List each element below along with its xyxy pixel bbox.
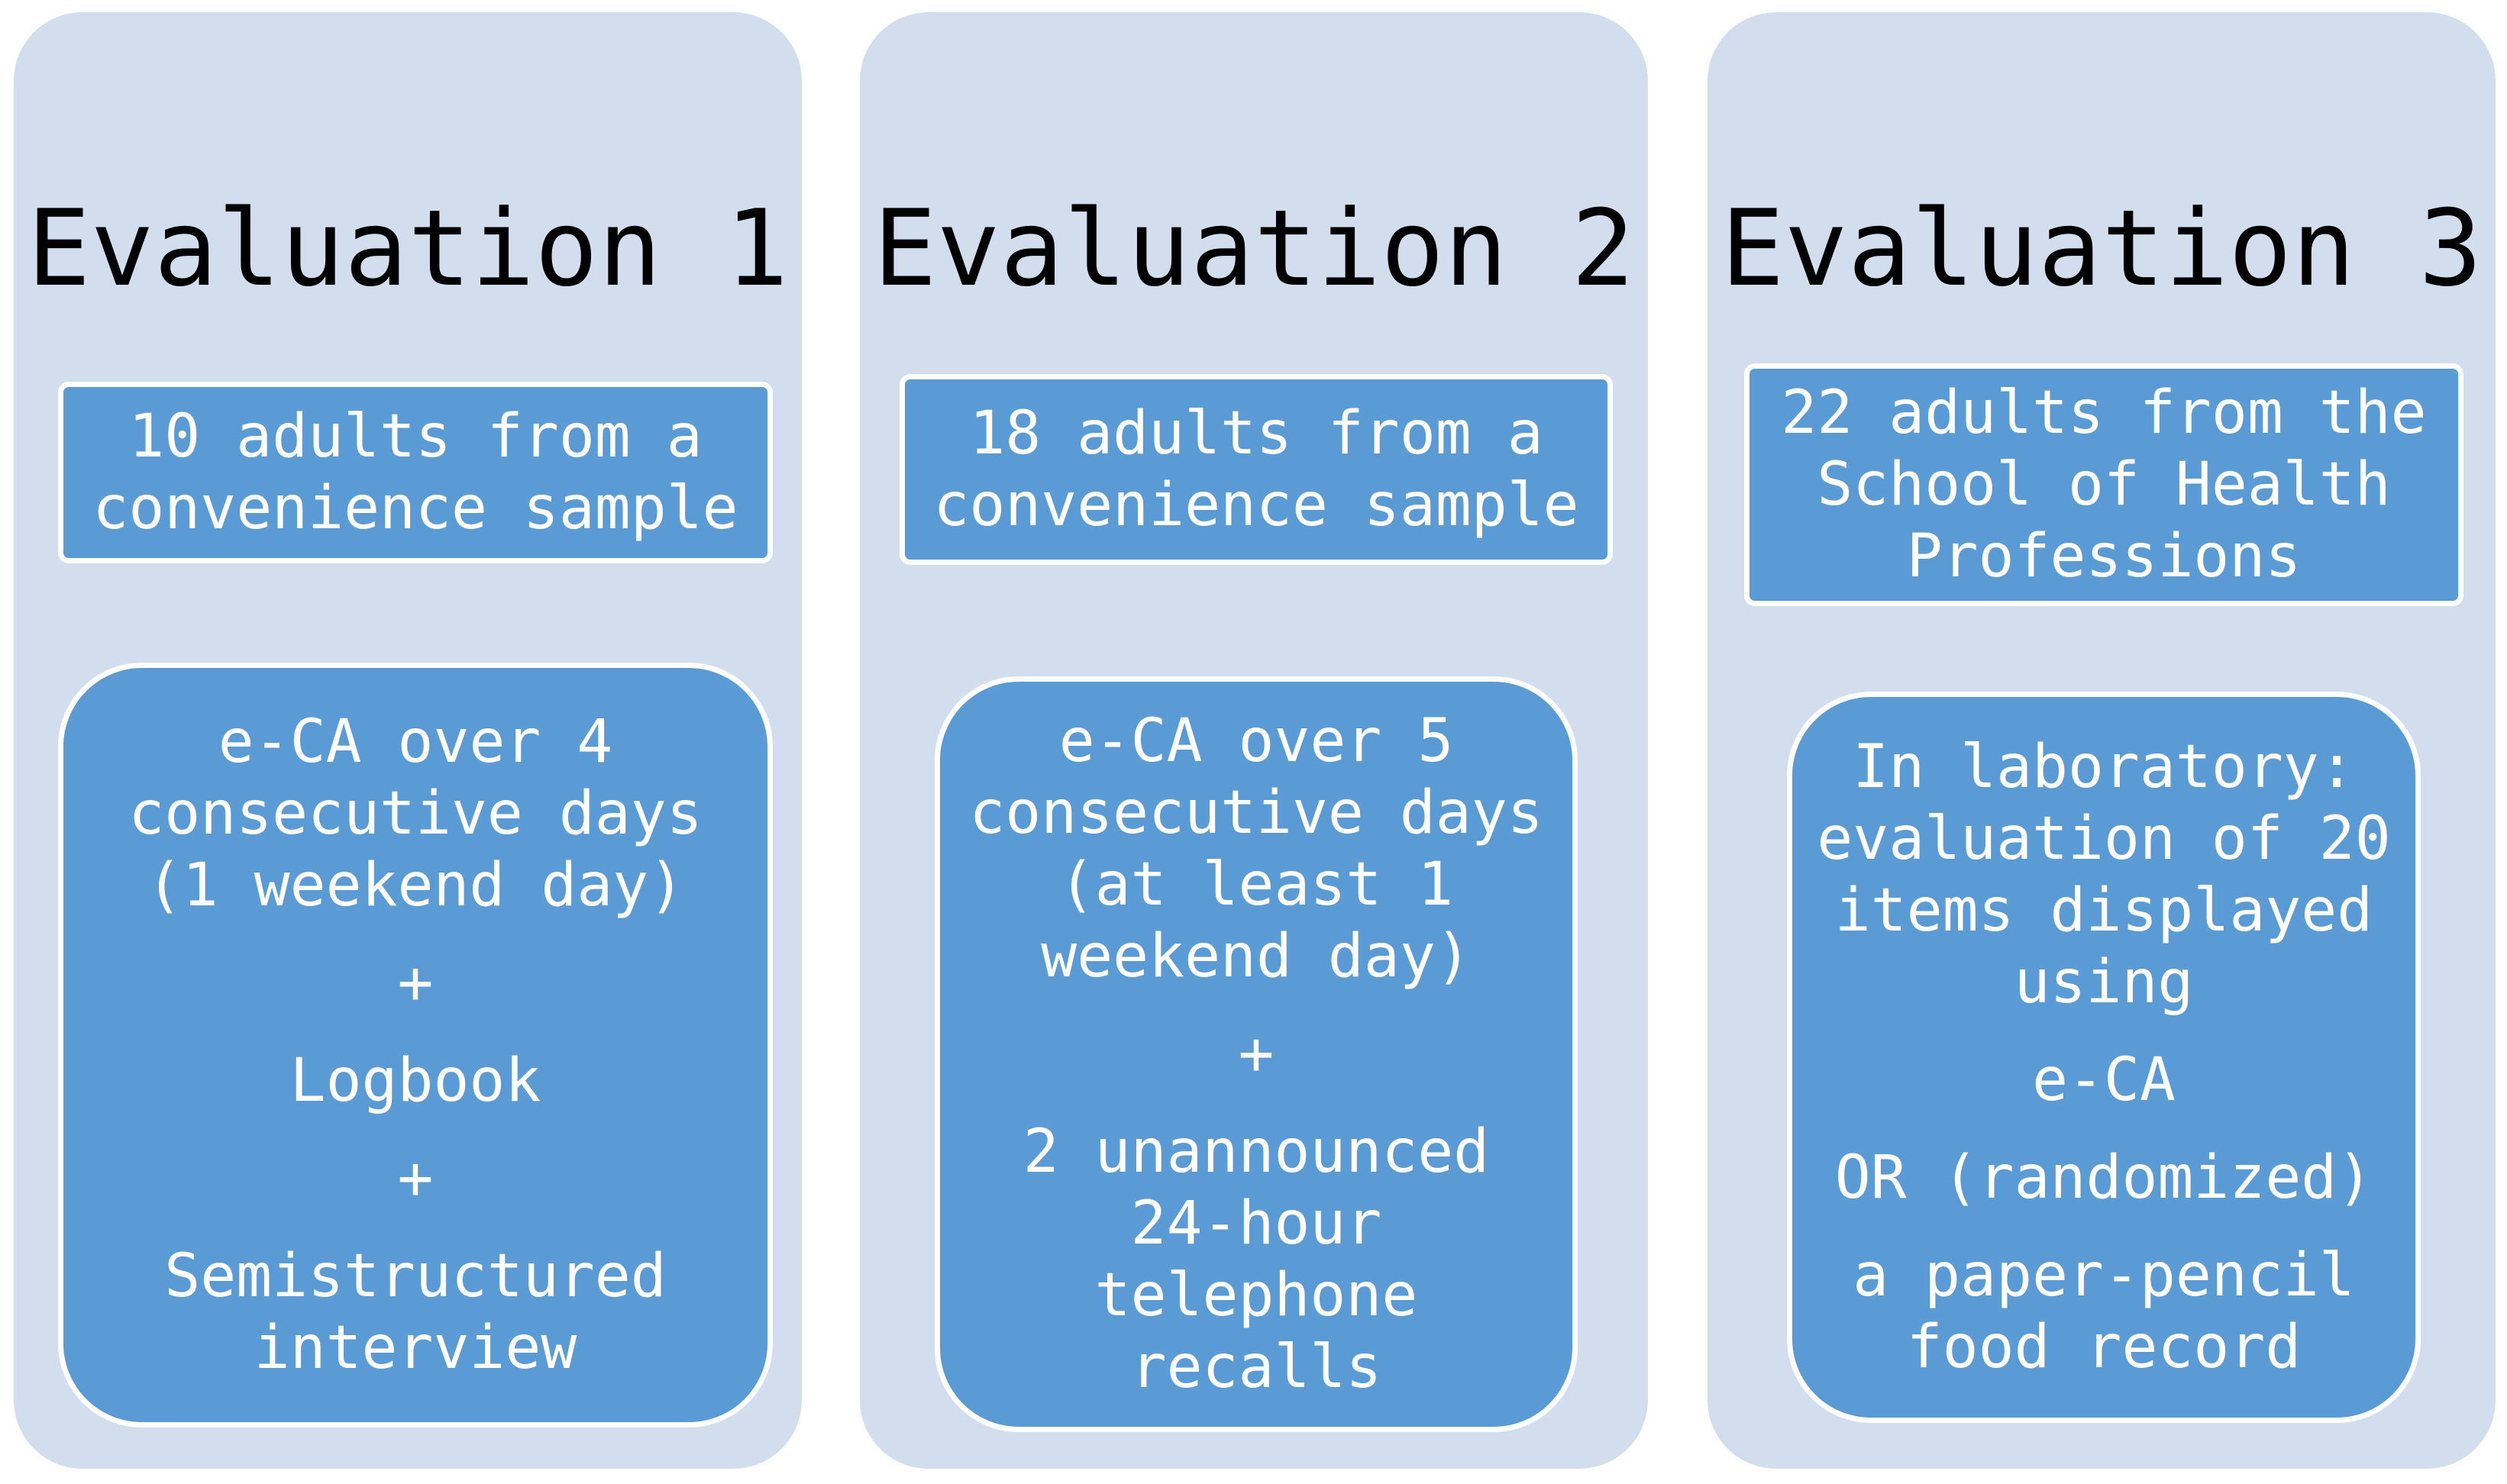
evaluation-3-method-box: In laboratory: evaluation of 20 items di… bbox=[1787, 692, 2421, 1423]
method-line: e-CA over 4 bbox=[218, 708, 613, 776]
method-line: weekend day) bbox=[1041, 922, 1472, 991]
evaluation-1-title: Evaluation 1 bbox=[27, 187, 789, 310]
method-line: food record bbox=[1906, 1313, 2302, 1382]
evaluation-3-title: Evaluation 3 bbox=[1720, 187, 2483, 310]
evaluation-1-method-box: e-CA over 4 consecutive days (1 weekend … bbox=[58, 663, 773, 1428]
evaluation-3-column: Evaluation 3 22 adults from the School o… bbox=[1707, 12, 2496, 1469]
method-line: using bbox=[2014, 948, 2194, 1017]
sample-line: School of Health bbox=[1817, 450, 2391, 519]
plus-sign: + bbox=[1238, 1020, 1274, 1089]
sample-line: Professions bbox=[1906, 522, 2302, 591]
method-line: e-CA bbox=[2032, 1046, 2176, 1115]
method-line: e-CA over 5 bbox=[1058, 707, 1454, 776]
method-line: (at least 1 bbox=[1058, 850, 1454, 919]
evaluation-1-sample-box: 10 adults from a convenience sample bbox=[58, 382, 773, 563]
method-line: 24-hour bbox=[1130, 1189, 1382, 1258]
sample-line: 10 adults from a bbox=[128, 402, 703, 471]
sample-line: 18 adults from a bbox=[969, 399, 1543, 468]
method-line: consecutive days bbox=[969, 779, 1543, 847]
evaluation-2-method-box: e-CA over 5 consecutive days (at least 1… bbox=[935, 676, 1578, 1432]
method-line: interview bbox=[254, 1314, 577, 1382]
method-line: In laboratory: bbox=[1853, 733, 2355, 802]
method-line: Logbook bbox=[289, 1047, 541, 1115]
evaluation-2-title: Evaluation 2 bbox=[873, 187, 1635, 310]
method-line: items displayed bbox=[1834, 876, 2373, 945]
method-line: OR (randomized) bbox=[1834, 1144, 2373, 1212]
method-line: evaluation of 20 bbox=[1817, 805, 2391, 873]
plus-sign: + bbox=[397, 1144, 434, 1213]
method-line: a paper-pencil bbox=[1853, 1241, 2355, 1310]
evaluation-2-sample-box: 18 adults from a convenience sample bbox=[900, 374, 1613, 565]
evaluation-2-column: Evaluation 2 18 adults from a convenienc… bbox=[860, 12, 1648, 1469]
sample-line: convenience sample bbox=[92, 474, 738, 543]
sample-line: 22 adults from the bbox=[1781, 379, 2427, 447]
method-line: consecutive days bbox=[128, 779, 703, 848]
evaluation-3-sample-box: 22 adults from the School of Health Prof… bbox=[1744, 363, 2463, 606]
method-line: telephone bbox=[1094, 1261, 1418, 1330]
evaluation-1-column: Evaluation 1 10 adults from a convenienc… bbox=[14, 12, 802, 1469]
plus-sign: + bbox=[397, 949, 434, 1018]
method-line: 2 unannounced bbox=[1023, 1118, 1490, 1186]
method-line: Semistructured bbox=[164, 1242, 667, 1311]
sample-line: convenience sample bbox=[933, 471, 1579, 540]
method-line: recalls bbox=[1130, 1333, 1382, 1402]
method-line: (1 weekend day) bbox=[146, 851, 685, 920]
